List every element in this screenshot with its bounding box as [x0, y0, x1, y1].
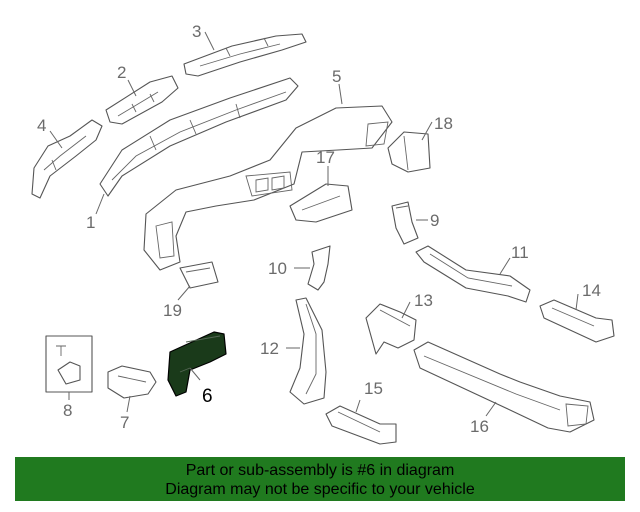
callout-18: 18	[434, 114, 453, 133]
callout-16: 16	[470, 417, 489, 436]
part-19[interactable]: 19	[163, 261, 219, 320]
callout-17: 17	[316, 148, 335, 167]
callout-10: 10	[268, 259, 287, 278]
callout-11: 11	[511, 243, 529, 262]
part-11[interactable]: 11	[415, 243, 531, 303]
callout-5: 5	[332, 67, 341, 86]
part-16[interactable]: 16	[413, 341, 595, 436]
part-4[interactable]: 4	[31, 116, 103, 199]
part-5[interactable]: 5	[143, 67, 393, 271]
part-13[interactable]: 13	[365, 291, 433, 355]
part-12[interactable]: 12	[260, 297, 327, 405]
callout-9: 9	[430, 211, 439, 230]
part-18[interactable]: 18	[387, 114, 453, 173]
part-6-highlighted[interactable]: 6	[167, 331, 227, 407]
callout-2: 2	[117, 63, 126, 82]
callout-4: 4	[37, 116, 46, 135]
part-3[interactable]: 3	[183, 22, 307, 77]
banner-line-2: Diagram may not be specific to your vehi…	[165, 481, 475, 498]
info-banner: Part or sub-assembly is #6 in diagram Di…	[15, 457, 625, 501]
part-17[interactable]: 17	[289, 148, 353, 223]
callout-6: 6	[202, 386, 213, 407]
part-15[interactable]: 15	[325, 379, 397, 445]
callout-3: 3	[192, 22, 201, 41]
banner-line-1: Part or sub-assembly is #6 in diagram	[185, 462, 455, 479]
part-1[interactable]: 1	[86, 77, 299, 232]
part-9[interactable]: 9	[391, 201, 439, 245]
part-10[interactable]: 10	[268, 245, 331, 291]
callout-1: 1	[86, 213, 95, 232]
parts-diagram: 3 2 4 1 5 19	[31, 22, 615, 445]
part-2[interactable]: 2	[105, 63, 179, 125]
callout-7: 7	[120, 413, 129, 432]
part-7[interactable]: 7	[107, 365, 157, 432]
callout-12: 12	[260, 339, 279, 358]
part-8[interactable]: 8	[45, 335, 93, 420]
callout-14: 14	[582, 281, 601, 300]
callout-13: 13	[414, 291, 433, 310]
part-14[interactable]: 14	[539, 281, 615, 343]
callout-19: 19	[163, 301, 182, 320]
callout-8: 8	[63, 401, 72, 420]
callout-15: 15	[364, 379, 383, 398]
